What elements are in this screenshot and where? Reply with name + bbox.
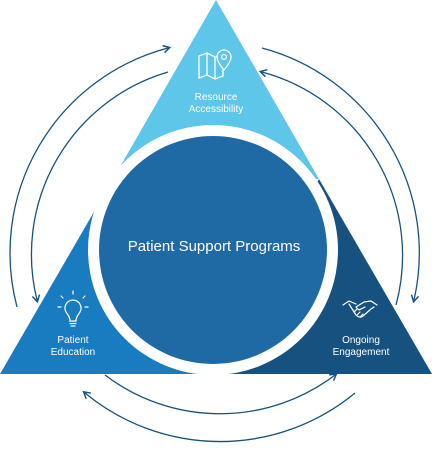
segment-top-label: Resource Accessibility [166,92,266,116]
cycle-arrows [9,44,420,443]
segment-top-label-line1: Resource [194,92,238,103]
arrow-inner-bottom [104,373,338,415]
arrow-outer-top-left [9,44,172,308]
arrow-outer-bottom [82,390,356,443]
segment-right-label-line2: Engagement [332,347,390,358]
arrow-outer-top-right [261,47,420,304]
arrow-inner-top-left [30,71,169,304]
center-circle [99,136,327,364]
lightbulb-icon [57,290,89,327]
segment-left-label: Patient Education [28,335,118,359]
segment-right-label: Ongoing Engagement [311,335,411,359]
segment-left-label-line1: Patient [57,335,89,346]
segment-top [113,0,319,179]
map-pin-icon [198,49,232,80]
segment-left-label-line2: Education [50,347,96,358]
arrow-inner-top-right [258,68,404,306]
segment-right-label-line1: Ongoing [342,335,380,346]
center-title: Patient Support Programs [127,238,301,255]
segment-top-label-line2: Accessibility [188,104,244,115]
handshake-icon [342,300,378,318]
